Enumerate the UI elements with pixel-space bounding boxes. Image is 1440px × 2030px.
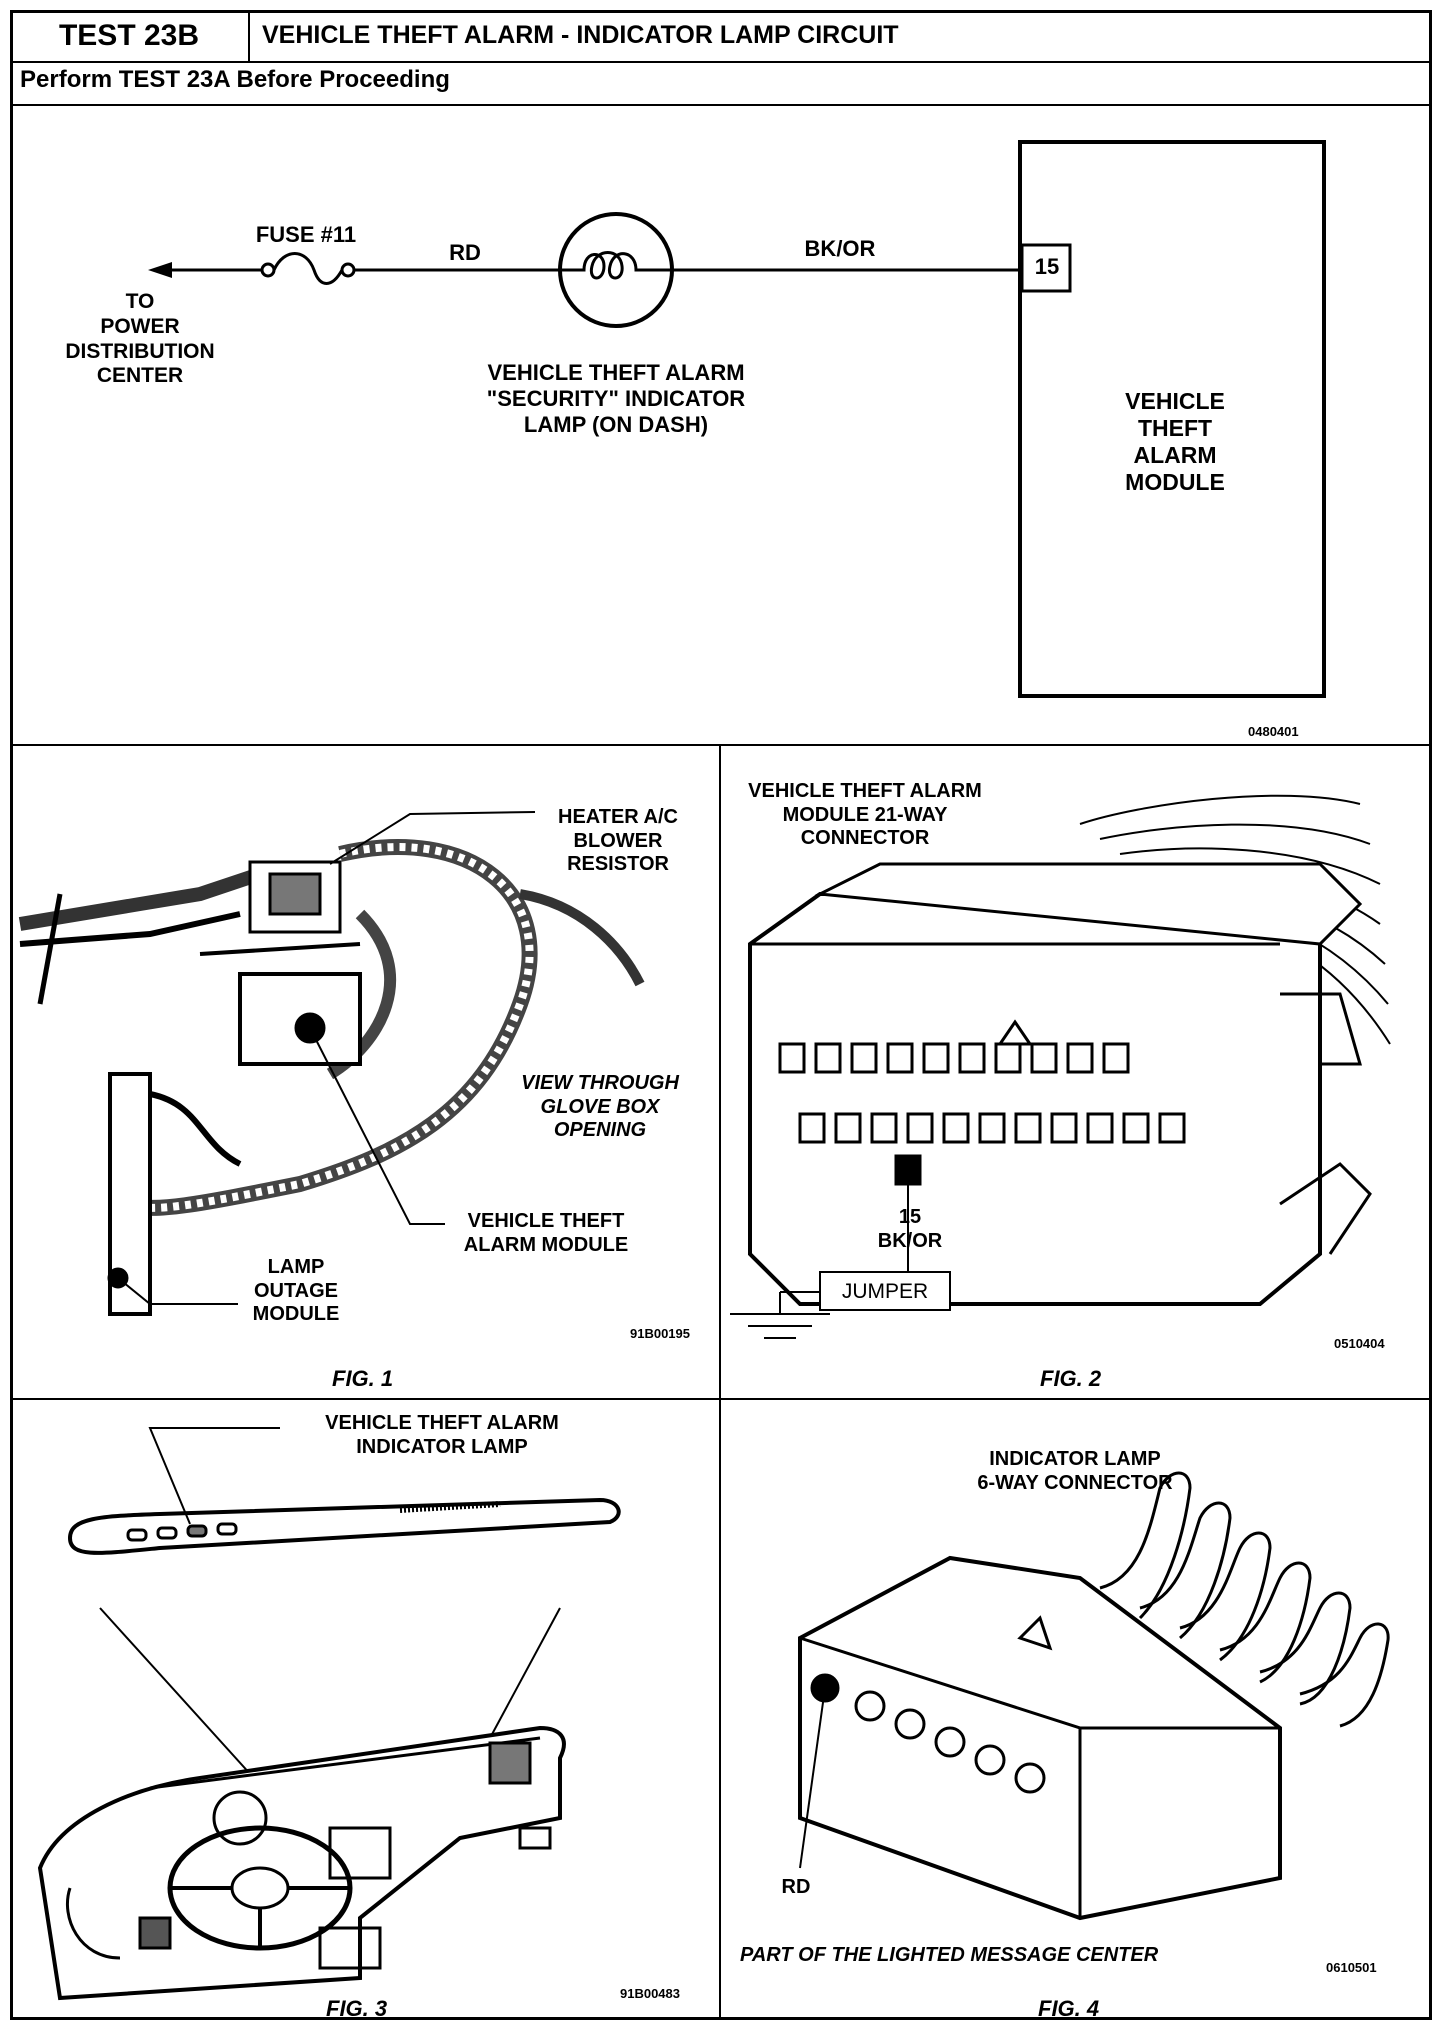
header-divider [10,61,1432,63]
schematic-code: 0480401 [1248,724,1299,739]
fuse-element [272,252,344,285]
fig1-view-label: VIEW THROUGH GLOVE BOX OPENING [521,1072,679,1142]
fig4-rd-label: RD [781,1876,811,1898]
lamp-filament [560,251,672,280]
power-distribution-label: TO POWER DISTRIBUTION CENTER [65,290,215,388]
fig1-caption: FIG. 1 [332,1366,394,1391]
prerequisite-note: Perform TEST 23A Before Proceeding [20,66,450,93]
fig2-illustration [730,794,1391,1339]
test-title: VEHICLE THEFT ALARM - INDICATOR LAMP CIR… [262,21,899,49]
column-divider [719,744,721,2020]
page-frame [10,10,1432,2020]
test-id: TEST 23B [10,10,250,61]
fig1-module-label: VEHICLE THEFT ALARM MODULE [463,1210,629,1256]
subheader-divider [10,104,1432,106]
fig3-code: 91B00483 [620,1986,680,2001]
fig1-lamp-outage-label: LAMP OUTAGE MODULE [252,1256,340,1326]
pin-15-label: 15 [1034,254,1060,279]
wire-rd-label: RD [449,240,481,265]
fig2-caption: FIG. 2 [1040,1366,1102,1391]
fig3-illustration [37,1427,621,2001]
fig4-note: PART OF THE LIGHTED MESSAGE CENTER [740,1944,1159,1966]
fuse-terminal-left [260,262,276,278]
fig4-illustration [798,1471,1390,1921]
fuse-terminal-right [340,262,356,278]
section-divider-1 [10,744,1432,746]
fig2-code: 0510404 [1334,1336,1385,1351]
fig3-caption: FIG. 3 [326,1996,388,2021]
fig2-jumper-label: JUMPER [841,1280,929,1303]
fig4-code: 0610501 [1326,1960,1377,1975]
lamp-label: VEHICLE THEFT ALARM "SECURITY" INDICATOR… [486,360,746,437]
fuse-label: FUSE #11 [255,222,357,247]
fig2-connector-label: VEHICLE THEFT ALARM MODULE 21-WAY CONNEC… [748,780,982,850]
fig1-blower-label: HEATER A/C BLOWER RESISTOR [558,806,678,876]
section-divider-2 [10,1398,1432,1400]
wire-bkor-label: BK/OR [804,236,876,261]
module-label: VEHICLE THEFT ALARM MODULE [1125,388,1225,496]
fig1-illustration [18,811,645,1316]
fig1-code: 91B00195 [630,1326,690,1341]
fig4-connector-label: INDICATOR LAMP 6-WAY CONNECTOR [977,1448,1173,1494]
fig2-pin-label: 15 BK/OR [877,1206,943,1252]
alarm-module-box [1018,140,1326,698]
circuit-schematic [148,140,1326,698]
fig4-caption: FIG. 4 [1038,1996,1100,2021]
pin-15-box [1020,243,1072,293]
fig3-lamp-label: VEHICLE THEFT ALARM INDICATOR LAMP [325,1412,559,1458]
